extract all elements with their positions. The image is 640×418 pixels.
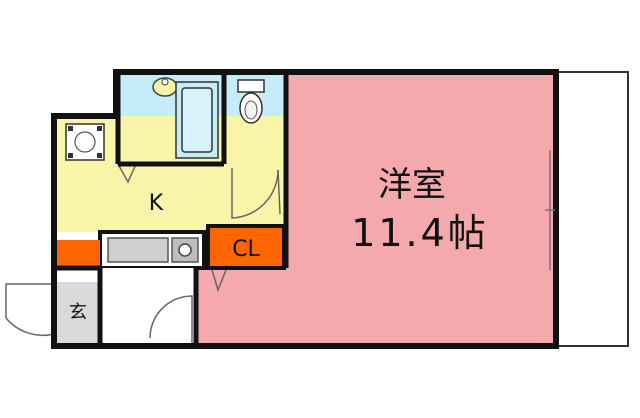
- balcony: [556, 71, 629, 347]
- hall-floor: [196, 268, 208, 346]
- sink-icon: [107, 237, 169, 263]
- stove-icon: [171, 237, 199, 263]
- toilet-icon: [237, 79, 265, 124]
- entrance-floor: [56, 282, 100, 346]
- washbasin-icon: [152, 77, 178, 97]
- entrance-label: 玄: [69, 302, 87, 323]
- closet-label: CL: [232, 237, 260, 262]
- orange-accent-left: [56, 240, 100, 266]
- bathtub-icon: [175, 81, 219, 159]
- western-room-size: 11.4帖: [351, 211, 489, 255]
- washing-machine-pan-icon: [65, 123, 105, 161]
- kitchen-label: K: [149, 191, 164, 216]
- hallway: [100, 268, 196, 346]
- western-room-label: 洋室: [378, 165, 446, 205]
